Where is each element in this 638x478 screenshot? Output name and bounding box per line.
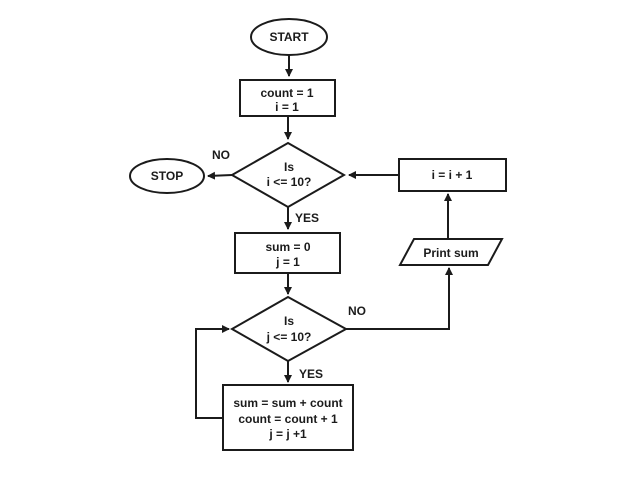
loop-body-line-2: count = count + 1 xyxy=(238,412,338,426)
inner-condition-line-2: j <= 10? xyxy=(266,330,312,344)
outer-condition-diamond xyxy=(229,141,347,209)
print-sum-parallelogram xyxy=(398,238,504,266)
init-line-2: i = 1 xyxy=(275,100,299,114)
print-sum-label: Print sum xyxy=(423,246,478,260)
outer-condition-line-1: Is xyxy=(284,160,294,174)
inner-init-line-1: sum = 0 xyxy=(265,240,310,254)
loop-body-line-1: sum = sum + count xyxy=(233,396,342,410)
inner-init-line-2: j = 1 xyxy=(275,255,300,269)
init-line-1: count = 1 xyxy=(260,86,313,100)
start-label: START xyxy=(269,30,309,44)
inner-yes-label: YES xyxy=(299,367,323,381)
init-process-box xyxy=(239,79,336,117)
outer-no-label: NO xyxy=(212,148,230,162)
inner-condition-diamond xyxy=(229,295,349,363)
inner-init-process-box xyxy=(234,232,341,274)
outer-condition-line-2: i <= 10? xyxy=(267,175,312,189)
stop-label: STOP xyxy=(151,169,183,183)
loop-body-line-3: j = j +1 xyxy=(268,427,307,441)
edge-outer-condition-no-to-stop xyxy=(207,171,233,180)
inner-condition-line-1: Is xyxy=(284,314,294,328)
stop-terminal xyxy=(129,158,205,194)
increment-label: i = i + 1 xyxy=(432,168,473,182)
edge-inner-condition-no-to-print xyxy=(346,267,453,330)
edge-body-loop-to-inner-condition xyxy=(195,325,230,419)
inner-no-label: NO xyxy=(348,304,366,318)
increment-process-box xyxy=(398,158,507,192)
start-terminal xyxy=(250,18,328,56)
loop-body-process-box xyxy=(222,384,354,451)
outer-yes-label: YES xyxy=(295,211,319,225)
